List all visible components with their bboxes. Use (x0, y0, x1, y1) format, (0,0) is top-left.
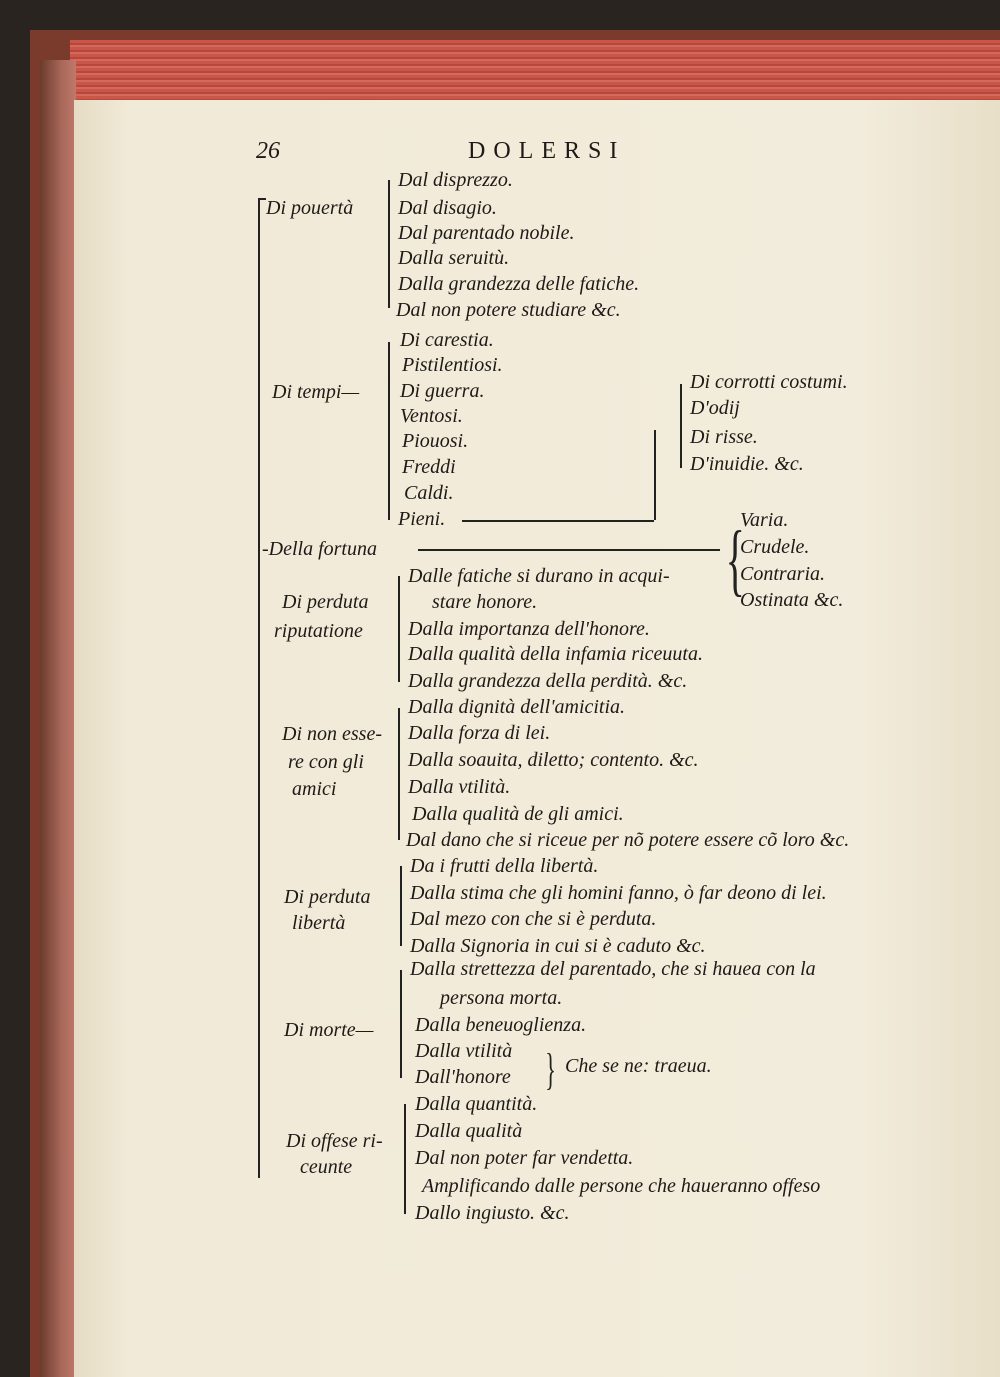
list-item: Dalla beneuoglienza. (415, 1014, 587, 1036)
list-item: Dalla seruitù. (398, 247, 510, 269)
list-item: Di guerra. (400, 380, 485, 402)
morte-note: Che se ne: traeua. (565, 1055, 712, 1077)
list-item: Dal non potere studiare &c. (396, 299, 621, 321)
list-item: Piouosi. (402, 430, 469, 452)
group-label-liberta: Di perduta (284, 886, 371, 908)
list-item: Ostinata &c. (740, 589, 844, 611)
list-item: Dalla stima che gli homini fanno, ò far … (410, 882, 827, 904)
bracket (398, 576, 400, 682)
list-item: Dalla quantità. (415, 1093, 538, 1115)
bracket (404, 1104, 406, 1214)
list-item: Dal disagio. (398, 197, 497, 219)
list-item: Dall'honore (415, 1066, 511, 1088)
list-item: Di risse. (690, 426, 758, 448)
list-item: Dalla qualità (415, 1120, 523, 1142)
group-label-riputatione: riputatione (274, 620, 363, 642)
list-item: Pieni. (398, 508, 446, 530)
list-item: Varia. (740, 509, 789, 531)
group-label-riputatione: Di perduta (282, 591, 369, 613)
list-item: Dallo ingiusto. &c. (415, 1202, 570, 1224)
list-item: Ventosi. (400, 405, 463, 427)
bracket (400, 866, 402, 946)
group-label-offese: Di offese ri- (286, 1130, 383, 1152)
page-number: 26 (256, 138, 280, 164)
list-item: Dalla grandezza delle fatiche. (398, 273, 640, 295)
list-item: Da i frutti della libertà. (410, 855, 599, 877)
main-bracket (258, 198, 260, 1178)
list-item: Dalla dignità dell'amicitia. (408, 696, 626, 718)
list-item: Crudele. (740, 536, 810, 558)
list-item: Dalla qualità de gli amici. (412, 803, 624, 825)
list-item: Di corrotti costumi. (690, 371, 848, 393)
list-item: Freddi (402, 456, 456, 478)
bracket (388, 342, 390, 520)
list-item: Dalla Signoria in cui si è caduto &c. (410, 935, 706, 957)
list-item: Dalla soauita, diletto; contento. &c. (408, 749, 699, 771)
list-item: D'odij (690, 397, 740, 419)
list-item: Dal dano che si riceue per nõ potere ess… (406, 829, 850, 851)
list-item: Dal non poter far vendetta. (415, 1147, 634, 1169)
group-label-amici: amici (292, 778, 337, 800)
list-item: persona morta. (440, 987, 563, 1009)
list-item: Dalla vtilità. (408, 776, 511, 798)
list-item: Dalla forza di lei. (408, 722, 551, 744)
list-item: stare honore. (432, 591, 538, 613)
list-item: Caldi. (404, 482, 454, 504)
list-item: Di carestia. (400, 329, 494, 351)
group-label-amici: Di non esse- (282, 723, 382, 745)
list-item: Dalle fatiche si durano in acqui- (408, 565, 670, 587)
book-spine-edge (40, 60, 76, 1377)
bracket (398, 708, 400, 840)
list-item: Amplificando dalle persone che haueranno… (422, 1175, 821, 1197)
list-item: Dalla importanza dell'honore. (408, 618, 650, 640)
group-label-liberta: libertà (292, 912, 346, 934)
list-item: Contraria. (740, 563, 826, 585)
list-item: Dalla grandezza della perdità. &c. (408, 670, 688, 692)
bracket (400, 970, 402, 1078)
list-item: D'inuidie. &c. (690, 453, 804, 475)
bracket (388, 180, 390, 308)
book-page (74, 100, 1000, 1377)
list-item: Dalla qualità della infamia riceuuta. (408, 643, 703, 665)
group-label-tempi: Di tempi— (272, 381, 360, 403)
list-item: Dal disprezzo. (398, 169, 513, 191)
group-label-amici: re con gli (288, 751, 364, 773)
brace-icon: { (725, 516, 745, 604)
group-label-pouerta: Di pouertà (266, 197, 354, 219)
list-item: Dal parentado nobile. (398, 222, 575, 244)
group-label-fortuna: -Della fortuna (262, 538, 377, 560)
page-edges (70, 40, 1000, 106)
running-head: DOLERSI (468, 138, 626, 164)
connector-line (462, 520, 654, 522)
bracket-tick (258, 198, 266, 200)
group-label-offese: ceunte (300, 1156, 353, 1178)
connector-line (418, 549, 720, 551)
bracket (680, 384, 682, 468)
list-item: Dal mezo con che si è perduta. (410, 908, 657, 930)
list-item: Pistilentiosi. (402, 354, 503, 376)
connector-line (654, 430, 656, 520)
group-label-morte: Di morte— (284, 1019, 374, 1041)
list-item: Dalla vtilità (415, 1040, 513, 1062)
list-item: Dalla strettezza del parentado, che si h… (410, 958, 816, 980)
brace-icon: } (545, 1045, 556, 1094)
